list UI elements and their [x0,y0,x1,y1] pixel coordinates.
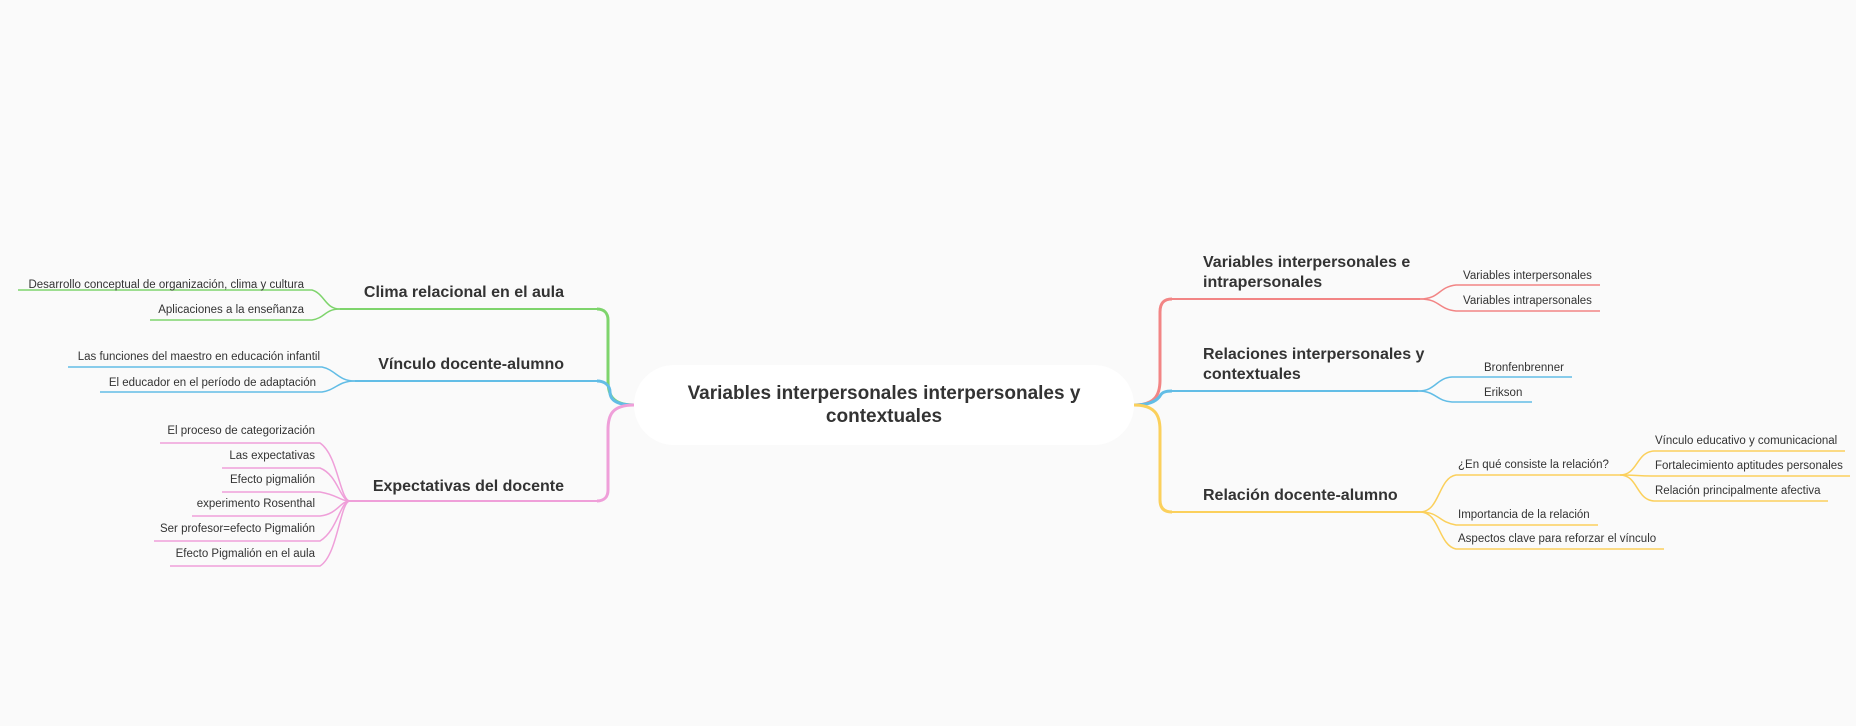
link-relacion-3 [1419,511,1664,550]
topic-vinculo-docente-alumno[interactable]: Vínculo docente-alumno [378,356,564,373]
trunk-right-variables [1133,297,1173,407]
subtopic-consiste-3[interactable]: Relación principalmente afectiva [1655,485,1821,497]
subtopic-vinculo-1[interactable]: Las funciones del maestro en educación i… [77,351,320,363]
subtopic-expectativas-2[interactable]: Las expectativas [229,450,315,462]
subtopic-variables-2[interactable]: Variables intrapersonales [1463,295,1592,307]
central-topic-title: Variables interpersonales interpersonale… [687,383,1081,427]
trunk-left-vinculo [596,379,635,407]
subtopic-relaciones-2[interactable]: Erikson [1484,387,1523,399]
central-topic[interactable]: Variables interpersonales interpersonale… [634,365,1134,445]
subtopic-relaciones-1[interactable]: Bronfenbrenner [1484,362,1564,374]
topic-clima-relacional[interactable]: Clima relacional en el aula [363,284,564,301]
link-consiste-1 [1619,450,1845,476]
topic-relaciones-contextuales[interactable]: Relaciones interpersonales y contextuale… [1203,346,1425,383]
link-relaciones-2 [1417,390,1532,403]
subtopic-consiste-2[interactable]: Fortalecimiento aptitudes personales [1655,460,1843,472]
trunk-right-relaciones [1133,389,1173,407]
link-consiste-3 [1619,474,1828,502]
link-expectativas-6 [170,500,351,567]
subtopic-relacion-consiste[interactable]: ¿En qué consiste la relación? [1458,459,1609,471]
link-clima-2 [150,308,341,321]
subtopic-relacion-importancia[interactable]: Importancia de la relación [1458,509,1590,521]
topic-expectativas-docente[interactable]: Expectativas del docente [372,478,564,495]
subtopic-variables-1[interactable]: Variables interpersonales [1463,270,1592,282]
link-relacion-1 [1419,474,1620,513]
link-variables-2 [1419,298,1600,312]
topic-variables-inter-intra[interactable]: Variables interpersonales e intrapersona… [1203,254,1411,291]
subtopic-expectativas-4[interactable]: experimento Rosenthal [196,498,315,510]
trunk-left-clima [596,307,635,407]
subtopic-consiste-1[interactable]: Vínculo educativo y comunicacional [1655,435,1838,447]
topic-relacion-docente-alumno[interactable]: Relación docente-alumno [1203,487,1398,504]
subtopic-clima-2[interactable]: Aplicaciones a la enseñanza [158,304,304,316]
subtopic-relacion-aspectos[interactable]: Aspectos clave para reforzar el vínculo [1458,533,1657,545]
subtopic-expectativas-6[interactable]: Efecto Pigmalión en el aula [175,548,315,560]
link-relaciones-1 [1417,376,1572,392]
subtopic-expectativas-3[interactable]: Efecto pigmalión [229,474,315,486]
subtopic-expectativas-5[interactable]: Ser profesor=efecto Pigmalión [159,523,315,535]
link-vinculo-2 [100,380,356,393]
trunk-right-relacion [1133,403,1173,514]
link-consiste-2 [1619,474,1850,477]
trunk-left-expectativas [596,403,635,503]
link-clima-1 [18,289,341,310]
subtopic-vinculo-2[interactable]: El educador en el período de adaptación [108,377,316,389]
subtopic-clima-1[interactable]: Desarrollo conceptual de organización, c… [28,279,304,291]
subtopic-expectativas-1[interactable]: El proceso de categorización [167,425,315,437]
